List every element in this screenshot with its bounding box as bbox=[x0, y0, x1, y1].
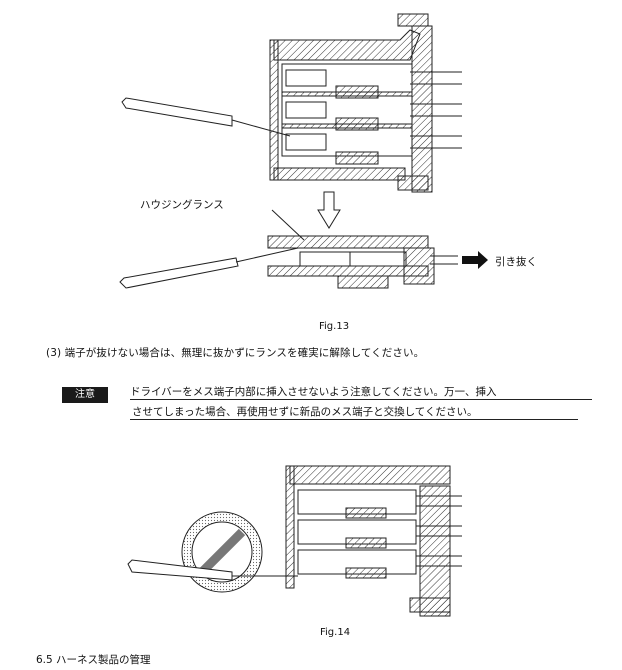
caution-line-1-underline bbox=[130, 399, 592, 400]
prohibited-icon bbox=[181, 511, 263, 593]
section-heading: 6.5 ハーネス製品の管理 bbox=[36, 654, 151, 666]
fig14-connector bbox=[285, 465, 462, 617]
fig13-connector-top bbox=[269, 13, 462, 193]
caution-line-2-underline bbox=[130, 419, 578, 420]
fig13-down-arrow bbox=[317, 191, 341, 229]
fig14-caption: Fig.14 bbox=[320, 627, 351, 638]
step3-text: (3) 端子が抜けない場合は、無理に抜かずにランスを確実に解除してください。 bbox=[46, 347, 425, 359]
fig14-screwdriver bbox=[127, 559, 298, 581]
pull-out-arrow-icon bbox=[462, 251, 488, 269]
fig13-screwdriver-bottom bbox=[119, 247, 299, 289]
fig13-caption: Fig.13 bbox=[319, 321, 350, 332]
pull-out-label: 引き抜く bbox=[495, 256, 537, 268]
caution-line-2: させてしまった場合、再使用せずに新品のメス端子と交換してください。 bbox=[132, 406, 478, 418]
housing-lance-label: ハウジングランス bbox=[140, 199, 224, 211]
caution-line-1: ドライバーをメス端子内部に挿入させないよう注意してください。万一、挿入 bbox=[130, 386, 497, 398]
fig13-connector-bottom bbox=[267, 235, 458, 289]
fig13-screwdriver-top bbox=[121, 97, 291, 137]
caution-badge: 注意 bbox=[62, 387, 108, 403]
housing-lance-leader bbox=[271, 209, 305, 241]
